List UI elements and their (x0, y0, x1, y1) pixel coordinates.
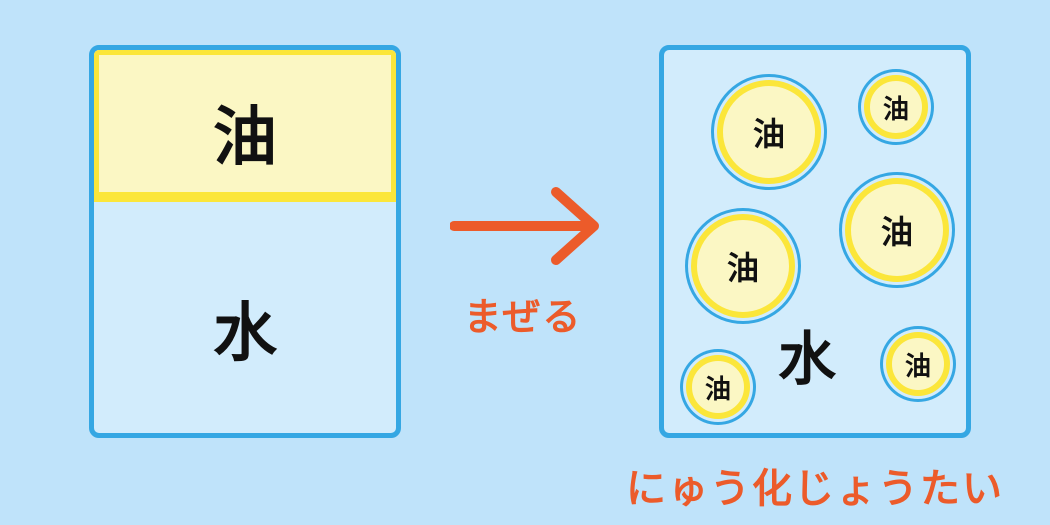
oil-layer: 油 (94, 50, 396, 202)
after-container: 油 油 油 油 油 油 水 (659, 45, 971, 438)
oil-droplet-label: 油 (704, 374, 731, 405)
arrow-right-icon (450, 187, 599, 265)
oil-droplet: 油 (717, 80, 821, 184)
water-layer-label: 水 (213, 297, 277, 371)
oil-droplet: 油 (691, 214, 795, 318)
water-label: 水 (778, 325, 837, 393)
emulsion-caption: にゅう化じょうたい (626, 466, 1004, 512)
oil-layer-label: 油 (213, 101, 277, 175)
oil-droplet-label: 油 (880, 213, 913, 251)
oil-droplet: 油 (886, 332, 950, 396)
oil-droplet: 油 (845, 178, 949, 282)
oil-droplet-label: 油 (904, 351, 931, 382)
oil-droplet: 油 (864, 75, 928, 139)
oil-droplet: 油 (686, 355, 750, 419)
oil-droplet-label: 油 (882, 94, 909, 125)
oil-droplet-label: 油 (726, 249, 759, 287)
mix-label: まぜる (463, 295, 583, 339)
before-container: 油 水 (89, 45, 401, 438)
oil-droplet-label: 油 (752, 115, 785, 153)
